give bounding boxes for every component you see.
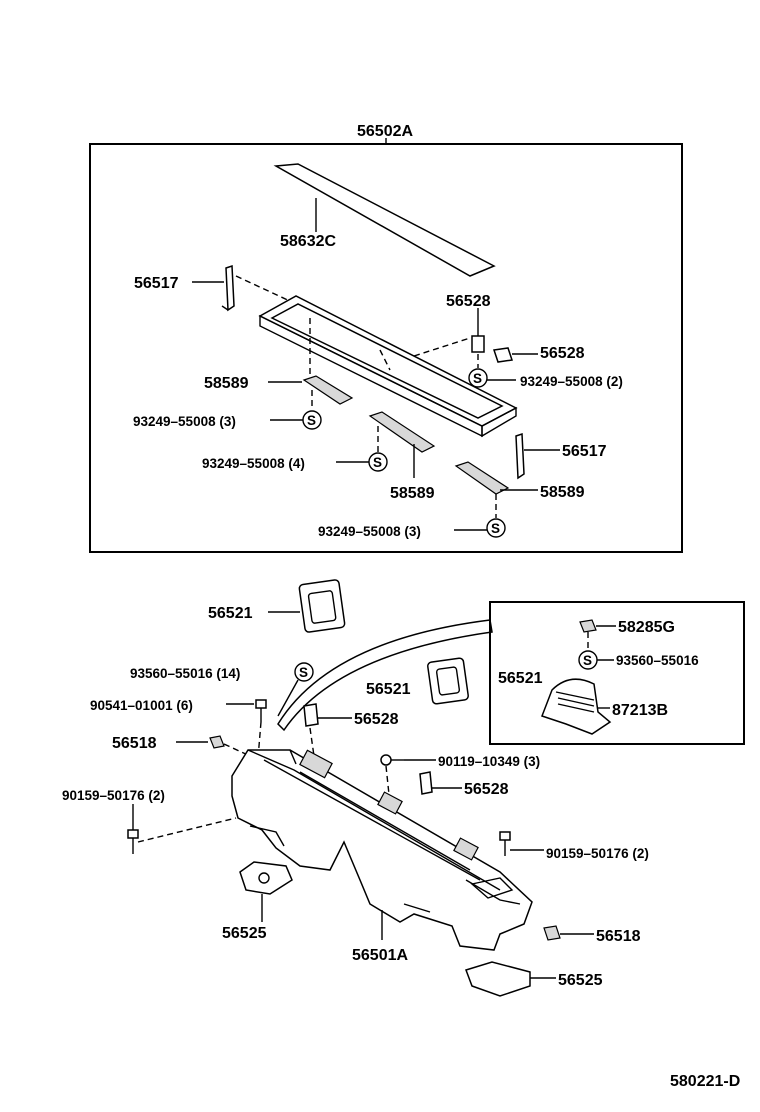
label-56518-left: 56518 [112,735,157,752]
part-56517-right [515,432,560,480]
label-90119: 90119–10349 (3) [438,754,540,769]
label-90159-right: 90159–50176 (2) [546,846,649,861]
part-90159-right-bolt [499,831,544,856]
label-56528-right: 56528 [540,345,585,362]
symbol-s-inset: S [578,650,614,670]
label-93560-14: 93560–55016 (14) [130,666,240,681]
label-56501A: 56501A [352,947,408,964]
label-56528-lower-a: 56528 [354,711,399,728]
label-90159-left: 90159–50176 (2) [62,788,165,803]
diagram-id: 580221-D [670,1073,740,1090]
label-inset-87213B: 87213B [612,702,668,719]
symbol-s-93560-14: S [277,662,314,717]
svg-text:S: S [307,413,316,428]
label-56521-top: 56521 [208,605,253,622]
part-56518-right [543,925,594,941]
svg-text:S: S [583,653,592,668]
label-56525-right: 56525 [558,972,603,989]
symbol-s-93249-3a: S [270,410,322,430]
part-56528-right [493,347,538,363]
label-56518-right: 56518 [596,928,641,945]
part-58589-right [454,461,538,518]
svg-text:S: S [473,371,482,386]
label-58589-mid: 58589 [390,485,435,502]
svg-text:S: S [491,521,500,536]
label-inset-58285G: 58285G [618,619,675,636]
label-56521-mid: 56521 [366,681,411,698]
svg-text:S: S [373,455,382,470]
part-56518-left [176,735,251,757]
label-58589-right: 58589 [540,484,585,501]
part-56501A-tray [231,749,533,951]
part-58285G [579,619,616,650]
symbol-s-93249-3b: S [454,518,506,538]
label-90541: 90541–01001 (6) [90,698,193,713]
part-90159-left-bolt [127,804,237,854]
inset-frame [489,601,745,745]
part-87213B [541,678,612,735]
part-56517-left [192,264,293,312]
label-93249-4: 93249–55008 (4) [202,456,305,471]
symbol-s-93249-2: S [468,354,516,388]
part-56525-right [465,961,556,997]
part-56528-lower-b [419,771,462,795]
label-inset-56521: 56521 [498,670,543,687]
label-56528-top: 56528 [446,293,491,310]
label-56502A: 56502A [357,123,413,140]
part-56528-top [471,308,485,353]
label-56517-left: 56517 [134,275,179,292]
label-93249-3b: 93249–55008 (3) [318,524,421,539]
label-56528-lower-b: 56528 [464,781,509,798]
label-56525-left: 56525 [222,925,267,942]
symbol-s-93249-4: S [336,452,388,472]
label-93249-3a: 93249–55008 (3) [133,414,236,429]
part-56521-mid [427,657,469,705]
part-58632C [273,163,496,277]
label-58589-left: 58589 [204,375,249,392]
label-58632C: 58632C [280,233,336,250]
part-56521-top [268,579,346,633]
svg-text:S: S [299,665,308,680]
label-93249-2: 93249–55008 (2) [520,374,623,389]
part-trim-arc [277,619,493,732]
part-58589-mid [368,411,436,478]
part-lid-frame [258,295,518,438]
label-56517-right: 56517 [562,443,607,460]
label-inset-93560: 93560–55016 [616,653,699,668]
part-56525-left [239,861,293,922]
part-58589-left [268,375,354,408]
